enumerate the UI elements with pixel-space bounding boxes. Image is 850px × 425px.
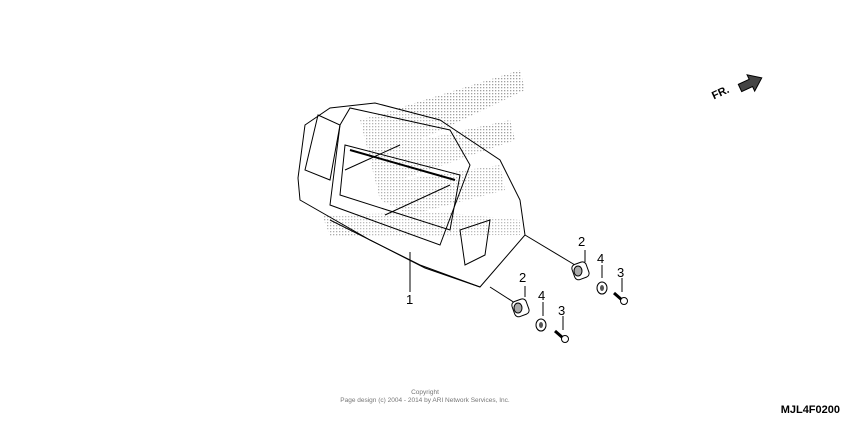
callout-part-4-upper: 4 [597, 251, 605, 266]
meter-housing [297, 102, 526, 288]
callout-part-3-lower: 3 [558, 303, 566, 318]
grommet-upper [571, 261, 590, 281]
callout-part-2-lower: 2 [519, 270, 527, 285]
washer-upper [596, 281, 608, 295]
callout-part-1: 1 [406, 292, 414, 307]
callout-part-3-upper: 3 [617, 265, 625, 280]
copyright-text: Page design (c) 2004 - 2014 by ARI Netwo… [340, 397, 510, 404]
front-arrow-icon [737, 74, 763, 93]
callout-part-2-upper: 2 [578, 234, 586, 249]
shading [322, 70, 525, 236]
diagram-code: MJL4F0200 [780, 404, 840, 416]
leader-lines [409, 234, 623, 330]
copyright-title: Copyright [411, 389, 439, 396]
screw-upper [613, 291, 628, 305]
grommet-lower [511, 298, 530, 318]
callout-part-4-lower: 4 [538, 288, 546, 303]
screw-lower [554, 329, 569, 343]
washer-lower [535, 318, 547, 332]
